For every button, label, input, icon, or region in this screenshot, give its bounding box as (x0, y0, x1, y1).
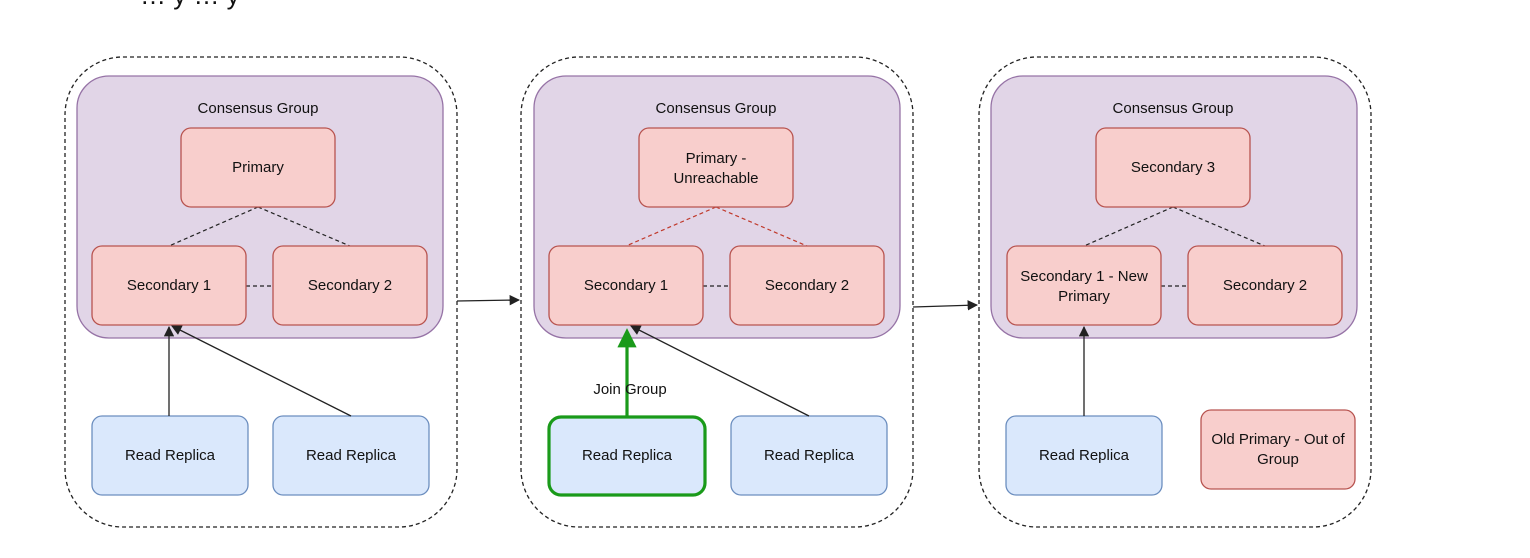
panel-1-link-primary-secondary1 (168, 206, 259, 247)
svg-text:Read Replica: Read Replica (764, 447, 855, 464)
panel-3-read-replica-label: Read Replica (1039, 447, 1130, 464)
panel-3-group-title: Consensus Group (1113, 100, 1234, 117)
panel-1-read-replica-right: Read Replica (272, 415, 430, 496)
panel-2-failed-link-primary-secondary1 (625, 206, 717, 247)
panel-3: Consensus Group Secondary 3 Secondary 1 … (978, 56, 1372, 528)
panel-3-new-primary-label-line-1: Secondary 1 - New (1020, 268, 1148, 285)
svg-text:Secondary 3: Secondary 3 (1131, 159, 1215, 176)
panel-2-primary-unreachable-node: Primary - Unreachable (638, 127, 794, 208)
panel-1: Consensus Group Primary Secondary 1 Seco… (64, 56, 458, 528)
panel-3-new-primary-label-line-2: Primary (1058, 288, 1110, 305)
panel-1-read-replica-left-label: Read Replica (125, 447, 216, 464)
panel-2-read-replica-left-label: Read Replica (582, 447, 673, 464)
panel-2-arrow-replica-right-to-secondary1 (630, 325, 810, 417)
svg-text:Primary: Primary (1058, 288, 1110, 305)
panel-2-read-replica-right-label: Read Replica (764, 447, 855, 464)
panel-1-read-replica-left: Read Replica (91, 415, 249, 496)
panel-1-link-primary-secondary2 (257, 206, 351, 247)
panel-2-secondary-1-node: Secondary 1 (548, 245, 704, 326)
panel-2-join-group-label: Join Group (593, 381, 666, 398)
panel-1-read-replica-right-label: Read Replica (306, 447, 397, 464)
panel-3-secondary-3-node: Secondary 3 (1095, 127, 1251, 208)
svg-text:Read Replica: Read Replica (582, 447, 673, 464)
svg-text:Secondary 1: Secondary 1 (584, 277, 668, 294)
panel-1-primary-label: Primary (232, 159, 284, 176)
transition-arrow-2 (912, 300, 979, 311)
svg-text:Read Replica: Read Replica (1039, 447, 1130, 464)
panel-2-secondary-2-label: Secondary 2 (765, 277, 849, 294)
svg-text:Secondary 2: Secondary 2 (308, 277, 392, 294)
svg-text:Secondary 1: Secondary 1 (127, 277, 211, 294)
svg-text:Primary: Primary (232, 159, 284, 176)
panel-2-read-replica-joining: Read Replica (547, 415, 707, 497)
panel-2-secondary-2-node: Secondary 2 (729, 245, 885, 326)
cropped-heading-fragment: … y … y (140, 0, 240, 10)
panel-1-secondary-1-label: Secondary 1 (127, 277, 211, 294)
panel-3-link-top-secondary2 (1172, 206, 1266, 247)
panel-1-secondary-2-node: Secondary 2 (272, 245, 428, 326)
panel-2-group-title: Consensus Group (656, 100, 777, 117)
svg-text:Read Replica: Read Replica (125, 447, 216, 464)
panel-1-primary-node: Primary (180, 127, 336, 208)
panel-3-old-primary-label-line-1: Old Primary - Out of (1211, 431, 1345, 448)
panel-3-secondary-3-label: Secondary 3 (1131, 159, 1215, 176)
panel-3-secondary-2-label: Secondary 2 (1223, 277, 1307, 294)
panel-2-read-replica-right: Read Replica (730, 415, 888, 496)
panel-3-link-top-secondary1 (1083, 206, 1174, 247)
svg-text:Old Primary - Out of: Old Primary - Out of (1211, 431, 1345, 448)
svg-text:Primary -: Primary - (686, 150, 747, 167)
panel-2: Consensus Group Primary - Unreachable Se… (520, 56, 914, 528)
svg-text:Secondary 2: Secondary 2 (1223, 277, 1307, 294)
panel-2-primary-label-line-2: Unreachable (673, 170, 758, 187)
svg-text:Group: Group (1257, 451, 1299, 468)
panel-3-new-primary-node: Secondary 1 - New Primary (1006, 245, 1162, 326)
panel-3-old-primary-label-line-2: Group (1257, 451, 1299, 468)
svg-text:Secondary 1 - New: Secondary 1 - New (1020, 268, 1148, 285)
panel-3-secondary-2-node: Secondary 2 (1187, 245, 1343, 326)
panel-1-secondary-1-node: Secondary 1 (91, 245, 247, 326)
panel-3-old-primary-node: Old Primary - Out of Group (1200, 409, 1356, 490)
transition-arrow-1 (456, 294, 521, 306)
panel-1-arrow-replica-right-to-secondary1 (171, 325, 352, 417)
panel-3-read-replica: Read Replica (1005, 415, 1163, 496)
panel-1-secondary-2-label: Secondary 2 (308, 277, 392, 294)
panel-2-primary-label-line-1: Primary - (686, 150, 747, 167)
panel-2-secondary-1-label: Secondary 1 (584, 277, 668, 294)
svg-text:Read Replica: Read Replica (306, 447, 397, 464)
panel-1-group-title: Consensus Group (198, 100, 319, 117)
panel-2-failed-link-primary-secondary2 (715, 206, 808, 247)
svg-text:Secondary 2: Secondary 2 (765, 277, 849, 294)
svg-text:Unreachable: Unreachable (673, 170, 758, 187)
